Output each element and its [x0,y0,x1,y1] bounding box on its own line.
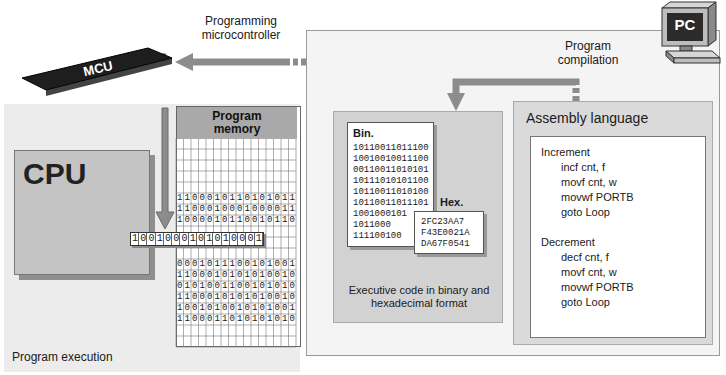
grid-line [176,336,296,337]
memory-word: 1100011010101010 [176,314,296,325]
step-label: Program compilation [543,39,633,67]
memory-word: 1100010101010010 [176,292,296,303]
chip-body [22,48,172,90]
instruction: decf cnt, f [561,250,701,264]
fetch-arrow [156,108,174,229]
arrow-label: Programming microcontroller [195,14,287,42]
instruction: movf cnt, w [561,265,701,279]
monitor-screen [667,13,703,41]
card-title: Hex. [440,195,480,209]
monitor-side [708,2,716,46]
instruction: incf cnt, f [561,160,701,174]
executive-code-box: Bin. 10110011011100 10010010011100 001100… [333,111,503,323]
instruction: movf cnt, w [561,175,701,189]
grid-line [176,171,296,172]
grid-line [176,160,296,161]
pc-label: PC [667,11,703,39]
card-title: Bin. [353,126,413,140]
fetched-instruction: 1001000101010001 [130,232,264,246]
memory-word: 0001011100101001 [176,259,296,270]
monitor-base-front [674,58,720,63]
grid-line [176,182,296,183]
code-box: Incrementincf cnt, fmovf cnt, wmovwf POR… [530,136,706,338]
monitor-base-top [666,51,720,58]
monitor-base-side [666,51,674,63]
routine-name: Decrement [541,235,681,249]
program-flow-arrow [456,82,576,101]
box-title: Assembly language [526,110,706,127]
binary-code: 10110011011100 10010010011100 0011001101… [353,143,431,242]
routine-name: Increment [541,145,681,159]
memory-word: 1100010110101011 [176,193,296,204]
instruction: movwf PORTB [561,190,701,204]
grid-line [176,138,296,139]
monitor-top [662,2,716,8]
memory-word: 1000010110010110 [176,215,296,226]
memory-word: 1100010001000011 [176,204,296,215]
monitor-neck [680,46,692,51]
instruction: goto Loop [561,205,701,219]
memory-word: 1100010101010010 [176,270,296,281]
block-title: CPU [23,157,143,191]
grid-line [176,325,296,326]
hex-card: Hex.2FC23AA7 F43E0021A DA67F0541 [414,211,484,254]
hex-code: 2FC23AA7 F43E0021A DA67F0541 [421,217,473,250]
memory-header: Program memory [177,107,297,139]
monitor-front [662,8,708,46]
grid-line [176,347,296,348]
grid-line [176,149,296,150]
program-flow-arrow [185,59,306,66]
instruction: movwf PORTB [561,280,701,294]
grid-line [176,248,296,249]
instruction: goto Loop [561,295,701,309]
memory-word: 0101001100101010 [176,281,296,292]
panel-caption: Program execution [12,350,212,364]
cpu-block: CPU [14,150,150,275]
assembly-box: Incrementincf cnt, fmovf cnt, wmovwf POR… [513,101,713,345]
binary-card: Bin. 10110011011100 10010010011100 001100… [347,122,434,247]
box-caption: Executive code in binary and hexadecimal… [339,284,499,310]
grid-line [176,226,296,227]
memory-word: 1001010010101001 [176,303,296,314]
